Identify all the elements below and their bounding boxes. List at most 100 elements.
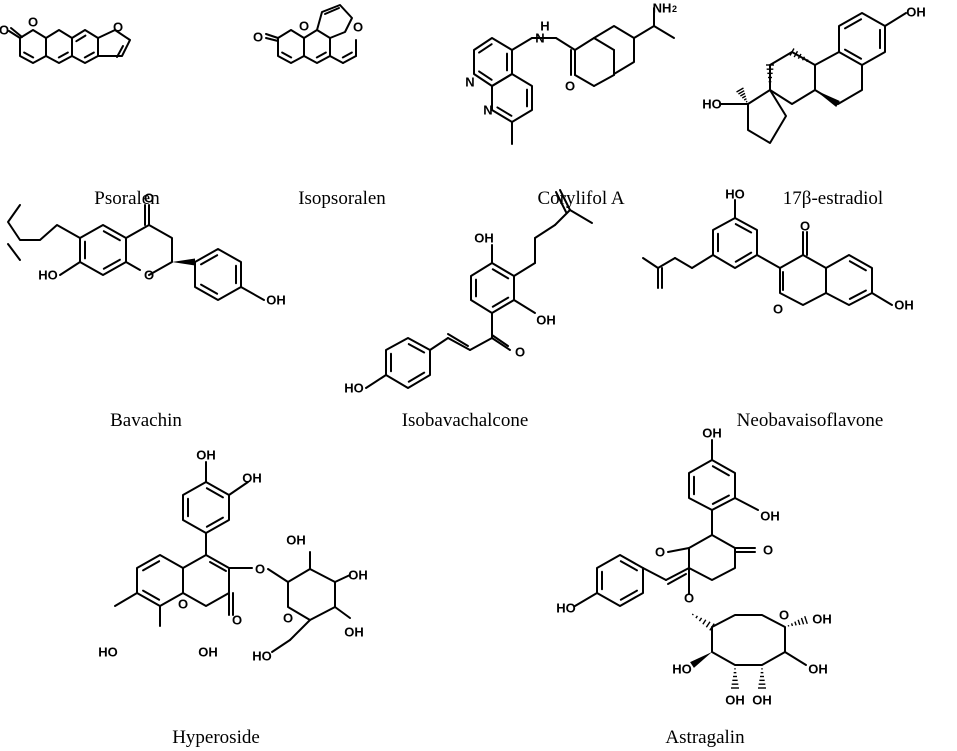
bond <box>884 12 907 27</box>
hash-bond <box>736 87 744 93</box>
hash-bond <box>789 48 795 56</box>
bond <box>8 30 21 39</box>
wedge-bond <box>172 258 195 266</box>
hydroxyl-group: OH <box>725 693 745 708</box>
carbonyl-oxygen: O <box>515 345 525 360</box>
glycosidic-oxygen: O <box>255 562 265 577</box>
compound-name-hyperoside: Hyperoside <box>172 727 260 748</box>
amide-nitrogen: N <box>535 31 544 46</box>
hash-bond <box>741 95 747 99</box>
carbonyl-oxygen: O <box>763 543 773 558</box>
bond <box>97 29 131 57</box>
hydroxyl-group: OH <box>474 231 494 246</box>
bond <box>200 254 219 266</box>
bond <box>843 18 863 30</box>
bond <box>59 261 81 276</box>
furan-oxygen: O <box>113 20 123 35</box>
hydroxyl-group: HO <box>252 649 272 664</box>
carbonyl-oxygen: O <box>144 191 154 206</box>
bond <box>125 224 173 276</box>
bond <box>271 639 291 653</box>
hydroxyl-group: OH <box>894 298 914 313</box>
bond <box>240 286 265 301</box>
bond <box>711 494 730 505</box>
bond <box>182 481 230 534</box>
bond <box>315 51 327 59</box>
bond <box>19 37 47 64</box>
carbonyl-oxygen: O <box>253 30 263 45</box>
bond <box>688 459 736 511</box>
bond <box>534 224 556 239</box>
bond <box>447 333 469 347</box>
ring-oxygen: O <box>178 597 188 612</box>
bond <box>102 258 121 270</box>
bond <box>711 614 786 666</box>
wedge-bond <box>815 90 840 107</box>
amide-hydrogen: H <box>540 19 549 34</box>
bond <box>784 651 807 666</box>
bond <box>574 37 595 51</box>
bond <box>848 260 867 272</box>
bond <box>71 29 99 64</box>
bond <box>642 257 659 269</box>
hydroxyl-group: OH <box>702 426 722 441</box>
bond <box>712 217 758 269</box>
compound-name-corylifol-a: Corylifol A <box>537 188 625 209</box>
hash-bond <box>745 100 748 103</box>
bond <box>574 592 598 607</box>
hydroxyl-group: HO <box>672 662 692 677</box>
bond <box>667 547 690 553</box>
sugar-ring-oxygen: O <box>779 608 789 623</box>
bond <box>779 254 827 306</box>
bond <box>756 254 781 269</box>
bond <box>593 37 615 51</box>
bond <box>334 606 351 619</box>
bond <box>667 573 687 585</box>
bond <box>334 574 351 583</box>
bond <box>365 374 387 389</box>
hash-bond <box>801 56 806 61</box>
bond <box>75 34 87 43</box>
compound-name-17b-estradiol: 17β-estradiol <box>782 188 884 209</box>
amide-oxygen: O <box>565 79 575 94</box>
hydroxyl-group: OH <box>196 448 216 463</box>
hash-bond <box>793 50 799 58</box>
bond <box>182 554 230 607</box>
compound-name-bavachin: Bavachin <box>110 410 182 431</box>
bond <box>665 567 690 581</box>
hydroxyl-group: OH <box>812 612 832 627</box>
hydroxyl-group: OH <box>242 471 262 486</box>
hydroxyl-group: HO <box>556 601 576 616</box>
hydroxyl-group: HO <box>98 645 118 660</box>
bond <box>342 55 357 64</box>
bond <box>491 268 510 280</box>
bond <box>478 70 493 81</box>
hydroxyl-group: HO <box>702 97 722 112</box>
bond <box>653 25 675 39</box>
bond <box>871 292 893 306</box>
bond <box>19 29 73 64</box>
bond <box>136 554 184 607</box>
bond <box>125 261 141 271</box>
bond <box>642 567 667 581</box>
bond <box>593 74 615 87</box>
amine-subscript: 2 <box>672 4 677 14</box>
bond <box>102 230 121 242</box>
hydroxyl-group: HO <box>38 268 58 283</box>
hash-bond <box>804 615 808 625</box>
bond <box>10 27 23 38</box>
hash-bond <box>695 615 698 619</box>
bond <box>619 560 638 572</box>
bond <box>385 337 431 389</box>
bond <box>329 55 344 64</box>
bond <box>491 296 510 308</box>
glycosidic-oxygen: O <box>684 591 694 606</box>
bond <box>838 12 886 66</box>
bond <box>674 257 693 269</box>
carbonyl-oxygen: O <box>232 613 242 628</box>
bond <box>513 262 536 277</box>
